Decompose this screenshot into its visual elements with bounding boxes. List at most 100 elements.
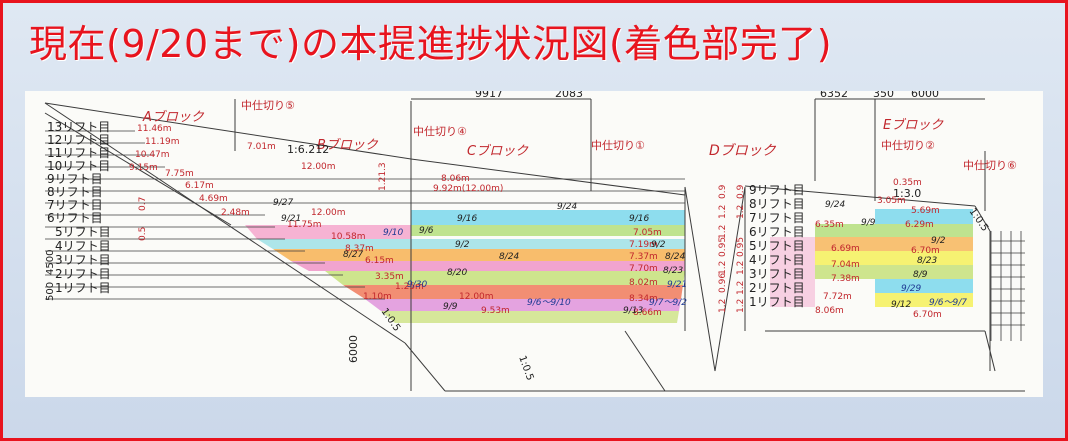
width-d-2: 7.37m [629,252,658,262]
date-13: 9/16 [629,214,649,224]
dim-v4500: 4500 [45,250,56,275]
width-a-2: 10.47m [135,150,170,160]
width-e-0: 0.35m [893,178,922,188]
lift-right-6: 6リフト目 [749,225,805,239]
date-24: 8/9 [913,270,928,280]
strip-e-green1 [815,224,973,237]
width-b-4: 10.58m [331,232,366,242]
height-12: 1.2 [736,299,746,313]
lift-left-3: 3リフト目 [55,253,111,267]
block-label-a: Aブロック [142,109,205,125]
width-e-8: 7.38m [831,274,860,284]
block-label-c: Cブロック [467,143,529,159]
width-b-5: 8.37m [345,244,374,254]
lift-right-4: 4リフト目 [749,253,805,267]
width-d-3: 7.70m [629,264,658,274]
date-22: 9/2 [931,236,946,246]
strip-row0-lime [381,311,679,323]
dim-2083: 2083 [555,91,583,100]
text-layer: 9917 2083 6352 350 6000 6000 4500 500 Aブ… [45,91,1017,382]
height-0: 1.2 [718,225,728,239]
strip-row5-orange [273,249,685,261]
width-b-3: 11.75m [287,220,322,230]
slope-30: 1:3.0 [893,187,921,200]
width-b-7: 3.35m [375,272,404,282]
height-3: 0.95 [718,237,728,257]
strip-e-cyan [875,209,973,224]
width-e-11: 6.70m [913,310,942,320]
width-e-6: 6.70m [911,246,940,256]
height-10: 0.96 [718,273,728,293]
width-e-2: 5.69m [911,206,940,216]
width-d-0: 7.05m [633,228,662,238]
width-c-2: 12.00m [459,292,494,302]
lift-left-2: 2リフト目 [55,267,111,281]
lift-right-2: 2リフト目 [749,281,805,295]
drawing-svg: 9917 2083 6352 350 6000 6000 4500 500 Aブ… [44,91,1025,392]
partition-5: 中仕切り⑤ [241,99,295,112]
width-d-6: 8.66m [633,308,662,318]
lift-left-6: 6リフト目 [47,211,103,225]
slide-title: 現在(9/20まで)の本提進捗状況図(着色部完了) [29,22,833,66]
strip-d-right-colors [770,237,815,307]
partition-4: 中仕切り④ [413,125,467,138]
width-b-9: 1.10m [363,292,392,302]
strip-c-cyan [411,210,591,225]
width-a-4: 7.75m [165,169,194,179]
dim-v6000: 6000 [347,335,360,363]
block-label-d: Dブロック [709,143,777,159]
strip-row2-red [343,285,683,299]
width-e-4: 6.29m [905,220,934,230]
width-a-7: 2.48m [221,208,250,218]
partition-6: 中仕切り⑥ [963,159,1017,172]
width-e-3: 6.35m [815,220,844,230]
date-23: 8/23 [917,256,937,266]
date-14: 9/2 [651,240,666,250]
lift-right-7: 7リフト目 [749,211,805,225]
date-4: 9/2 [455,240,470,250]
date-27: 9/6～9/7 [929,298,967,308]
date-5: 8/24 [499,252,519,262]
date-15: 8/24 [665,252,685,262]
lift-lines-left [45,130,685,300]
width-e-9: 7.72m [823,292,852,302]
width-e-10: 8.06m [815,306,844,316]
strip-d-cyan [591,210,685,225]
dim-9917: 9917 [475,91,503,100]
date-16: 8/23 [663,266,683,276]
strip-e-cyan2 [875,279,973,293]
lift-left-4: 4リフト目 [55,239,111,253]
width-b-2: 12.00m [311,208,346,218]
width-a-3: 9.15m [129,163,158,173]
strip-e-yellow2 [875,293,973,307]
width-c-0: 8.06m [441,174,470,184]
lift-left-7: 7リフト目 [47,198,103,212]
height-5: 0.95 [736,237,746,257]
strip-row1-magenta [365,299,681,311]
lift-left-13: 13リフト目 [47,120,110,134]
width-e-1: 3.05m [877,196,906,206]
date-9: 9/9 [443,302,458,312]
width-b-0: 7.01m [247,142,276,152]
height-13: 1.21.3 [378,162,388,191]
date-12: 9/16 [457,214,477,224]
width-a-0: 11.46m [137,124,172,134]
width-d-4: 8.02m [629,278,658,288]
date-0: 9/27 [273,198,293,208]
width-d-5: 8.34m [629,294,658,304]
strip-row3-green [325,271,685,285]
date-17: 9/21 [667,280,687,290]
date-6: 8/27 [343,250,363,260]
height-14: 0.5 [138,227,148,241]
dim-6352: 6352 [820,91,848,100]
dim-v500: 500 [45,282,56,301]
width-a-6: 4.69m [199,194,228,204]
slope-05c: 1:0.5 [516,354,535,382]
width-a-1: 11.19m [145,137,180,147]
width-c-3: 9.53m [481,306,510,316]
dim-6000: 6000 [911,91,939,100]
lift-left-12: 12リフト目 [47,133,110,147]
date-20: 9/24 [825,200,845,210]
lift-left-8: 8リフト目 [47,185,103,199]
